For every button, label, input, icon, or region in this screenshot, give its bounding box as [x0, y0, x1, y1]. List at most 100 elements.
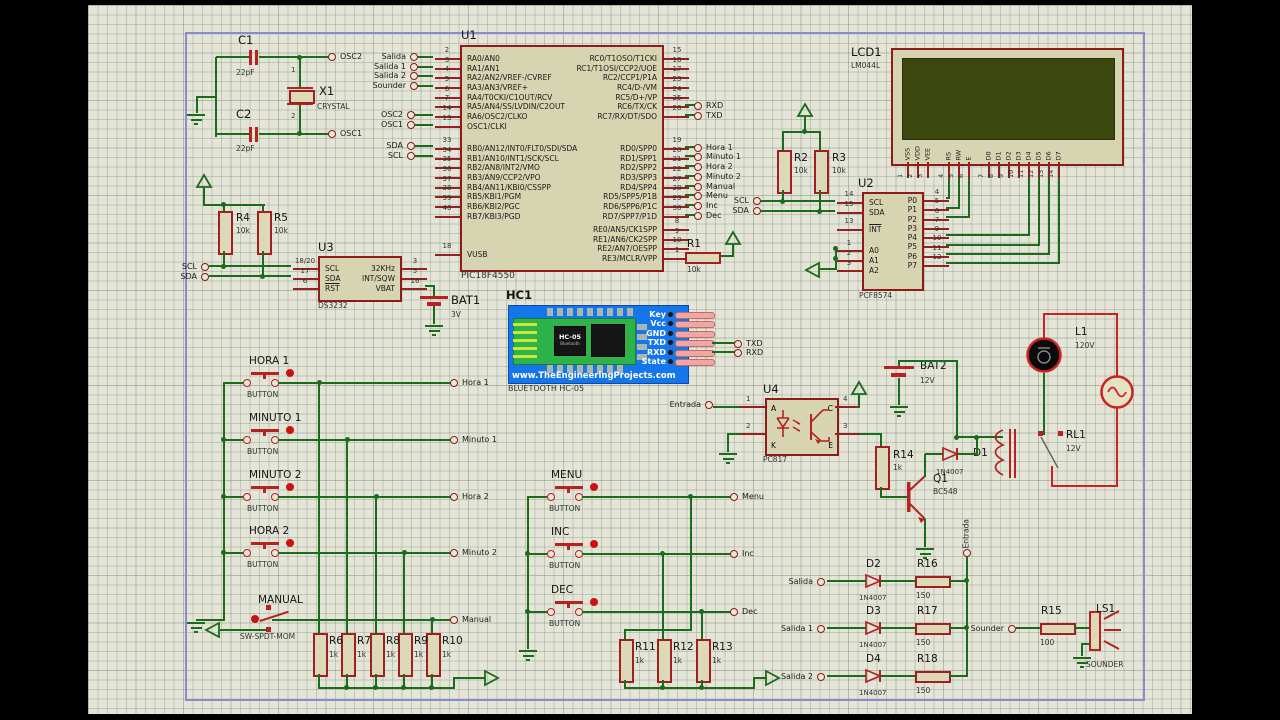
- terminal-salida2-d[interactable]: Salida 2: [781, 672, 825, 681]
- terminal-txd-u1[interactable]: TXD: [694, 111, 723, 120]
- x1-ref[interactable]: X1: [319, 84, 335, 98]
- resistor-r2[interactable]: [777, 150, 792, 194]
- resistor-r13[interactable]: [696, 639, 711, 683]
- resistor-r17[interactable]: [915, 623, 951, 635]
- terminal-sda-left[interactable]: SDA: [180, 272, 209, 281]
- chip-u4[interactable]: A K C E: [765, 398, 839, 456]
- button-actuator[interactable]: [286, 369, 294, 377]
- junction-dot: [297, 131, 302, 136]
- relay-lever: [1040, 436, 1059, 469]
- button-actuator[interactable]: [286, 426, 294, 434]
- terminal-osc1[interactable]: OSC1: [328, 129, 362, 138]
- terminal-minuto1-btn[interactable]: Minuto 1: [450, 435, 497, 444]
- ac-source[interactable]: [1099, 374, 1135, 410]
- terminal-salida1-u1[interactable]: Salida 1: [374, 62, 418, 71]
- terminal-scl-u1[interactable]: SCL: [388, 151, 415, 160]
- resistor-r15[interactable]: [1040, 623, 1076, 635]
- terminal-salida-d[interactable]: Salida: [789, 577, 825, 586]
- terminal-entrada-u4[interactable]: Entrada: [670, 400, 713, 409]
- terminal-rxd-hc[interactable]: RXD: [734, 348, 763, 357]
- terminal-scl-u2[interactable]: SCL: [734, 196, 761, 205]
- terminal-minuto2-btn[interactable]: Minuto 2: [450, 548, 497, 557]
- diode-d1[interactable]: [937, 446, 965, 462]
- c2-ref[interactable]: C2: [236, 107, 252, 121]
- resistor-r7[interactable]: [341, 633, 356, 677]
- button-actuator[interactable]: [590, 483, 598, 491]
- lcd-display[interactable]: [891, 48, 1124, 166]
- terminal-inc-u1[interactable]: Inc: [694, 201, 718, 210]
- resistor-r16[interactable]: [915, 576, 951, 588]
- terminal-minuto1-u1[interactable]: Minuto 1: [694, 152, 741, 161]
- relay-coil[interactable]: [991, 428, 1031, 480]
- terminal-osc2-u1[interactable]: OSC2: [381, 110, 415, 119]
- terminal-osc1-u1[interactable]: OSC1: [381, 120, 415, 129]
- resistor-r12[interactable]: [657, 639, 672, 683]
- lamp-l1[interactable]: [1025, 336, 1063, 374]
- button-actuator[interactable]: [286, 483, 294, 491]
- button-actuator[interactable]: [286, 539, 294, 547]
- terminal-manual-u1[interactable]: Manual: [694, 182, 735, 191]
- lcd-ref[interactable]: LCD1: [851, 45, 882, 59]
- terminal-salida2-u1[interactable]: Salida 2: [374, 71, 418, 80]
- terminal-menu-btn[interactable]: Menu: [730, 492, 764, 501]
- terminal-dec-u1[interactable]: Dec: [694, 211, 721, 220]
- resistor-r8[interactable]: [370, 633, 385, 677]
- wire: [685, 185, 696, 187]
- button-actuator[interactable]: [590, 598, 598, 606]
- terminal-sda-u2[interactable]: SDA: [732, 206, 761, 215]
- terminal-inc-btn[interactable]: Inc: [730, 549, 754, 558]
- terminal-entrada-rail[interactable]: [963, 549, 971, 557]
- terminal-hora2-btn[interactable]: Hora 2: [450, 492, 489, 501]
- terminal-sounder-u1[interactable]: Sounder: [373, 81, 418, 90]
- hc05-module[interactable]: HC-05 Bluetooth www.TheEngineeringProjec…: [508, 305, 689, 384]
- u4-ref[interactable]: U4: [763, 382, 779, 396]
- diode-d4[interactable]: [860, 668, 888, 684]
- terminal-manual-btn[interactable]: Manual: [450, 615, 491, 624]
- c1-ref[interactable]: C1: [238, 33, 254, 47]
- terminal-salida1-d[interactable]: Salida 1: [781, 624, 825, 633]
- wire: [216, 56, 249, 58]
- transistor-q1[interactable]: [896, 462, 950, 526]
- u2-ref[interactable]: U2: [858, 176, 874, 190]
- sounder-ls1[interactable]: [1089, 611, 1101, 651]
- terminal-txd-hc[interactable]: TXD: [734, 339, 763, 348]
- resistor-r5[interactable]: [257, 211, 272, 255]
- resistor-r10[interactable]: [426, 633, 441, 677]
- button-actuator[interactable]: [590, 540, 598, 548]
- resistor-r4[interactable]: [218, 211, 233, 255]
- terminal-hora2-u1[interactable]: Hora 2: [694, 162, 733, 171]
- crystal-body[interactable]: [289, 90, 315, 104]
- resistor-r1[interactable]: [685, 252, 721, 264]
- resistor-r11[interactable]: [619, 639, 634, 683]
- terminal-dec-btn[interactable]: Dec: [730, 607, 757, 616]
- hc1-ref[interactable]: HC1: [506, 288, 533, 302]
- terminal-sda-u1[interactable]: SDA: [386, 141, 415, 150]
- diode-d3[interactable]: [860, 620, 888, 636]
- rl1-ref: RL1: [1066, 429, 1086, 441]
- terminal-osc2[interactable]: OSC2: [328, 52, 362, 61]
- terminal-hora1-u1[interactable]: Hora 1: [694, 143, 733, 152]
- terminal-label: SCL: [733, 196, 749, 205]
- terminal-hora1-btn[interactable]: Hora 1: [450, 378, 489, 387]
- terminal-scl-left[interactable]: SCL: [182, 262, 209, 271]
- resistor-r18[interactable]: [915, 671, 951, 683]
- u3-ref[interactable]: U3: [318, 240, 334, 254]
- terminal-salida-u1[interactable]: Salida: [382, 52, 418, 61]
- terminal-menu-u1[interactable]: Menu: [694, 191, 728, 200]
- resistor-r3[interactable]: [814, 150, 829, 194]
- terminal-sounder-out[interactable]: Sounder: [971, 624, 1016, 633]
- terminal-minuto2-u1[interactable]: Minuto 2: [694, 172, 741, 181]
- resistor-r6[interactable]: [313, 633, 328, 677]
- hc05-pin-label-TXD: TXD: [647, 338, 666, 347]
- resistor-r14[interactable]: [875, 446, 890, 490]
- bat1-ref[interactable]: BAT1: [451, 293, 481, 307]
- resistor-r9[interactable]: [398, 633, 413, 677]
- diode-d2[interactable]: [860, 573, 888, 589]
- terminal-rxd-u1[interactable]: RXD: [694, 101, 723, 110]
- switch-actuator[interactable]: [251, 615, 259, 623]
- u1-ref[interactable]: U1: [461, 28, 477, 42]
- wire: [827, 675, 860, 677]
